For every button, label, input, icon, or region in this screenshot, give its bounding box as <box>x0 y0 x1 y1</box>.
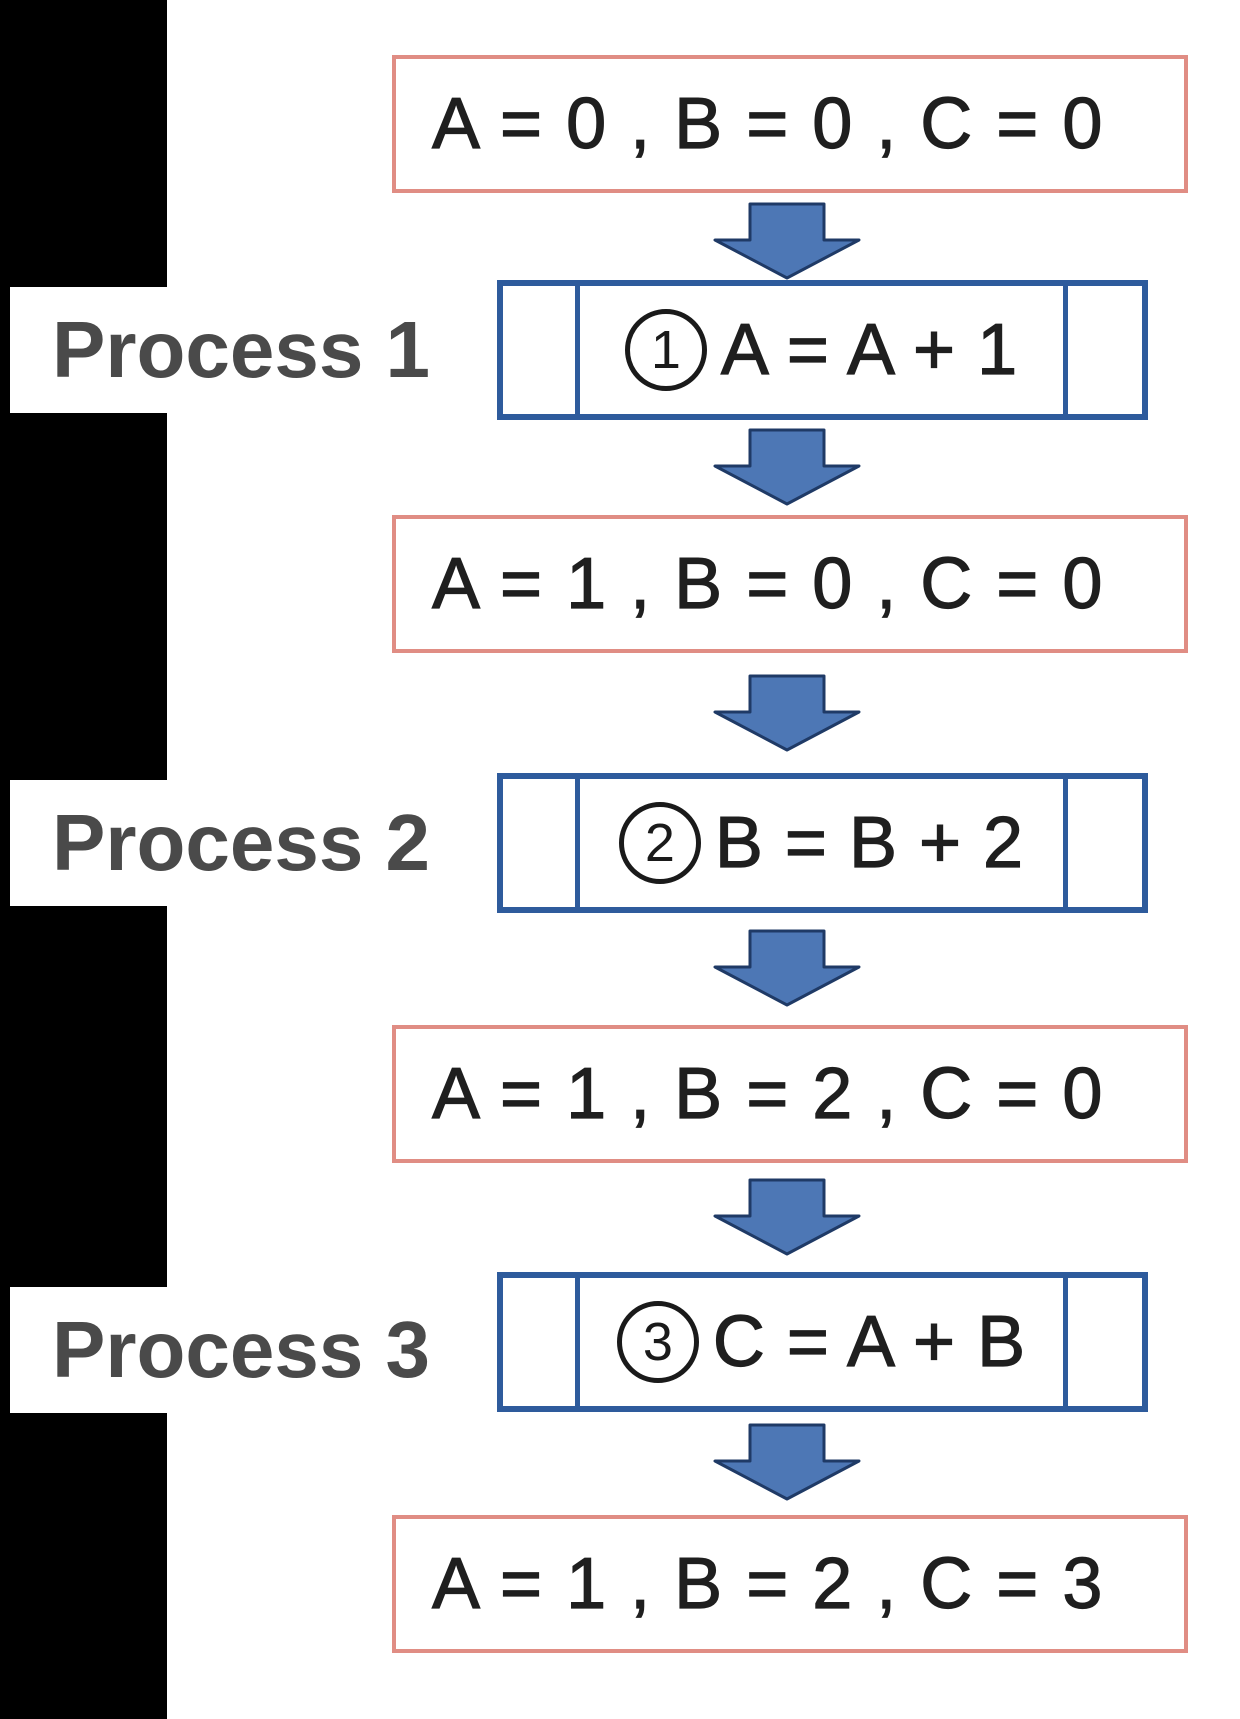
inner-divider-right <box>1063 286 1068 414</box>
inner-divider-right <box>1063 779 1068 907</box>
down-arrow-icon <box>713 929 861 1007</box>
process-content: 1 A = A + 1 <box>580 286 1063 414</box>
state-text: A = 0 , B = 0 , C = 0 <box>431 84 1104 164</box>
process-content: 3 C = A + B <box>580 1278 1063 1406</box>
process-equation: B = B + 2 <box>714 803 1025 883</box>
down-arrow-icon <box>713 1178 861 1256</box>
process-label-text: Process 3 <box>52 1305 431 1394</box>
inner-divider-left <box>575 286 580 414</box>
down-arrow-icon <box>713 202 861 280</box>
down-arrow-icon <box>713 674 861 752</box>
step-number-badge: 3 <box>616 1301 699 1383</box>
step-number-badge: 2 <box>618 802 701 884</box>
step-number-badge: 1 <box>624 309 707 391</box>
process-equation: C = A + B <box>712 1302 1027 1382</box>
process-box-3: 3 C = A + B <box>497 1272 1148 1412</box>
process-label-3: Process 3 <box>10 1287 460 1413</box>
inner-divider-left <box>575 1278 580 1406</box>
process-label-text: Process 1 <box>52 305 431 394</box>
state-text: A = 1 , B = 2 , C = 3 <box>431 1544 1104 1624</box>
state-box-final: A = 1 , B = 2 , C = 3 <box>392 1515 1188 1653</box>
inner-divider-right <box>1063 1278 1068 1406</box>
process-label-2: Process 2 <box>10 780 460 906</box>
state-text: A = 1 , B = 2 , C = 0 <box>431 1054 1104 1134</box>
down-arrow-icon <box>713 428 861 506</box>
state-box-initial: A = 0 , B = 0 , C = 0 <box>392 55 1188 193</box>
process-label-text: Process 2 <box>52 798 431 887</box>
process-box-2: 2 B = B + 2 <box>497 773 1148 913</box>
state-box-after-p2: A = 1 , B = 2 , C = 0 <box>392 1025 1188 1163</box>
inner-divider-left <box>575 779 580 907</box>
process-content: 2 B = B + 2 <box>580 779 1063 907</box>
process-equation: A = A + 1 <box>720 310 1019 390</box>
down-arrow-icon <box>713 1423 861 1501</box>
process-box-1: 1 A = A + 1 <box>497 280 1148 420</box>
state-box-after-p1: A = 1 , B = 0 , C = 0 <box>392 515 1188 653</box>
state-text: A = 1 , B = 0 , C = 0 <box>431 544 1104 624</box>
process-label-1: Process 1 <box>10 287 460 413</box>
